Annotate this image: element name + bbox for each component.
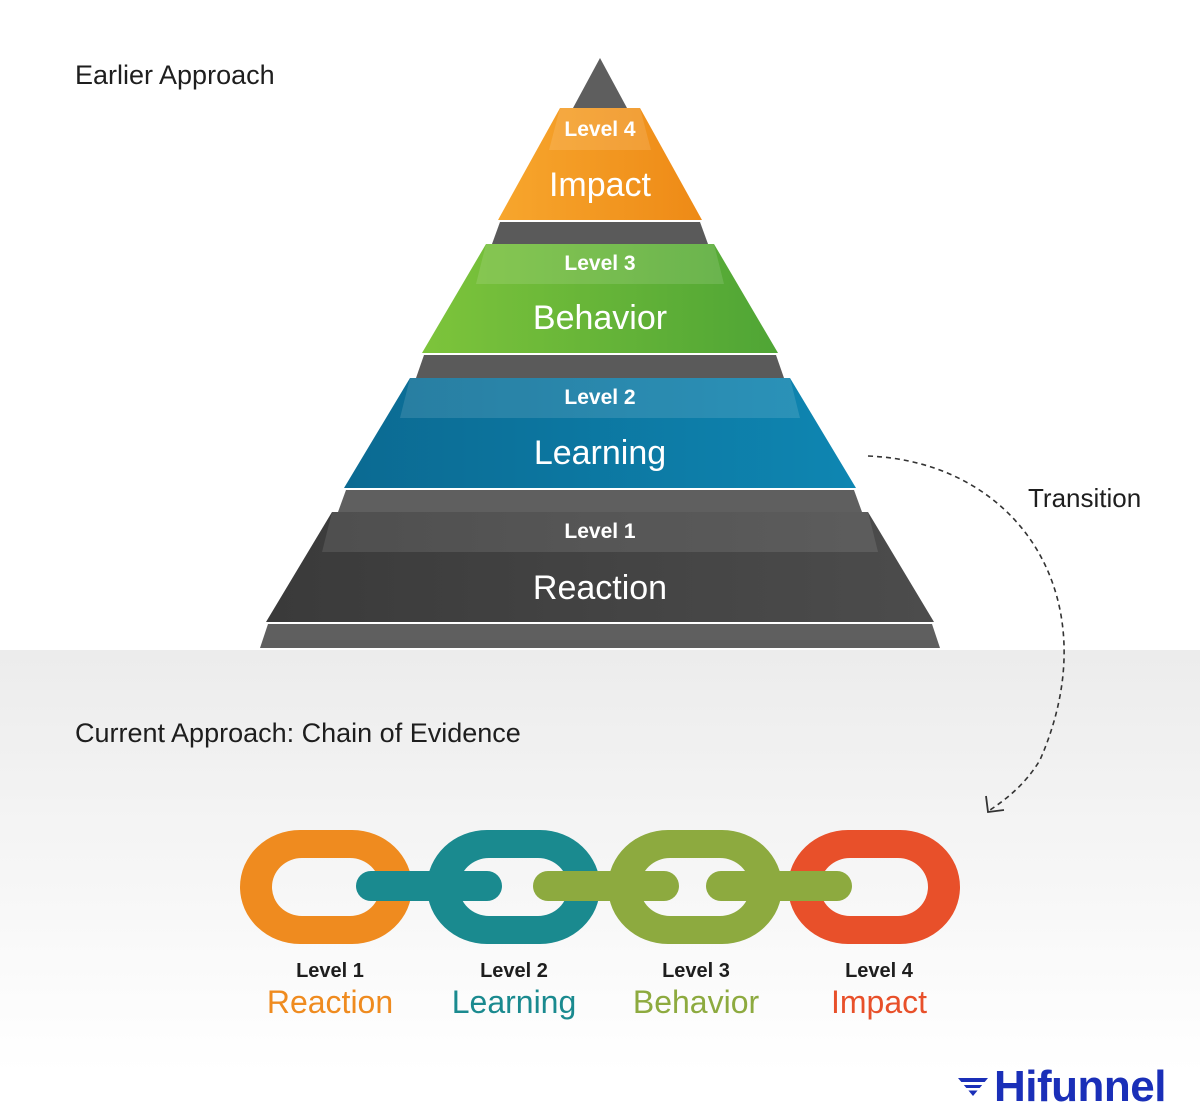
tier-level-label: Level 4 bbox=[564, 118, 636, 141]
hifunnel-logo: Hifunnel bbox=[956, 1062, 1196, 1114]
funnel-icon bbox=[958, 1078, 988, 1096]
chain-link-impact bbox=[788, 830, 960, 944]
chain-link-behavior bbox=[608, 830, 782, 944]
pyramid-tier-reaction bbox=[266, 512, 934, 622]
chain-connector-teal bbox=[356, 871, 502, 901]
tier-name-label: Reaction bbox=[532, 569, 668, 607]
tier-name-label: Learning bbox=[533, 434, 667, 472]
pyramid-connector-4 bbox=[492, 222, 708, 244]
earlier-approach-heading: Earlier Approach bbox=[75, 60, 275, 90]
pyramid-base-step bbox=[260, 624, 940, 648]
pyramid-apex bbox=[573, 58, 627, 108]
chain-connector-olive-2 bbox=[706, 871, 852, 901]
chain-name-label: Learning bbox=[451, 984, 577, 1020]
pyramid-tier-behavior bbox=[422, 244, 778, 353]
pyramid-tier-learning bbox=[344, 378, 856, 488]
tier-level-label: Level 1 bbox=[564, 520, 636, 543]
tier-level-label: Level 3 bbox=[564, 252, 636, 275]
tier-level-label: Level 2 bbox=[564, 386, 636, 409]
current-approach-heading: Current Approach: Chain of Evidence bbox=[75, 718, 521, 748]
chain-connector-olive bbox=[533, 871, 679, 901]
chain-name-label: Impact bbox=[830, 984, 928, 1020]
arrowhead-icon bbox=[985, 795, 1005, 814]
chain-name-label: Behavior bbox=[632, 984, 760, 1020]
chain-level-label: Level 4 bbox=[845, 960, 913, 982]
chain-name-label: Reaction bbox=[266, 984, 394, 1020]
pyramid-tier-impact bbox=[498, 108, 702, 220]
tier-name-label: Impact bbox=[548, 166, 652, 204]
chain-level-label: Level 2 bbox=[480, 960, 548, 982]
chain-level-label: Level 3 bbox=[662, 960, 730, 982]
pyramid-connector-2 bbox=[338, 490, 862, 512]
transition-label: Transition bbox=[1028, 483, 1142, 513]
pyramid-connector-3 bbox=[416, 355, 784, 378]
logo-text: Hifunnel bbox=[994, 1062, 1166, 1111]
pyramid-diagram bbox=[260, 58, 940, 648]
chain-level-label: Level 1 bbox=[296, 960, 364, 982]
tier-name-label: Behavior bbox=[532, 299, 668, 337]
chain-link-learning bbox=[427, 830, 600, 944]
chain-link-reaction bbox=[240, 830, 412, 944]
